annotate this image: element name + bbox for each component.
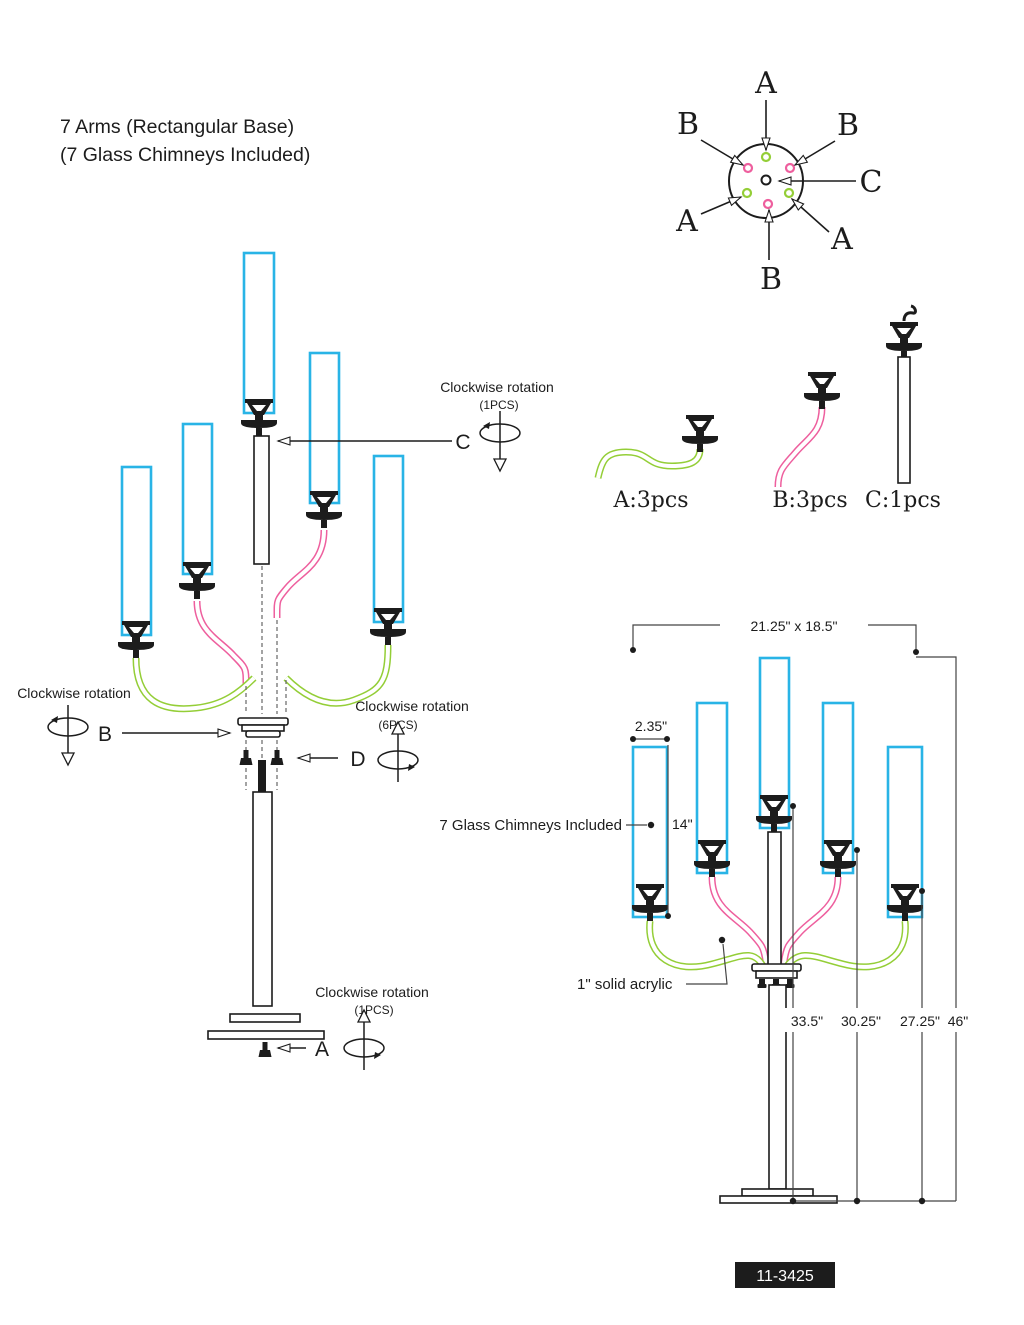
callout-step-a: Clockwise rotation (1PCS) A — [276, 984, 429, 1071]
hole-b-upper-right — [784, 162, 796, 174]
part-c-rod — [886, 304, 922, 484]
part-c-shaft — [897, 356, 911, 484]
part-c-label: C:1pcs — [865, 488, 941, 513]
step-c-letter: C — [455, 431, 470, 454]
spider-label-a-lower-right: A — [830, 222, 853, 257]
part-b-arm — [774, 372, 840, 488]
dim-height-total: 46" — [948, 1013, 969, 1029]
lamp-base-plate-small — [741, 1188, 814, 1197]
arm-layout-diagram: A B B C A A B — [675, 66, 882, 297]
hub-screw-left — [239, 750, 253, 765]
hole-a-top — [760, 151, 772, 163]
hub-screw-right — [270, 750, 284, 765]
dim-height-inner: 30.25" — [841, 1013, 881, 1029]
part-a-socket — [682, 415, 718, 452]
step-a-note: Clockwise rotation — [315, 984, 429, 1000]
chimney-center — [242, 251, 276, 415]
callout-step-b: Clockwise rotation B — [17, 685, 232, 766]
note-acrylic: 1" solid acrylic — [577, 976, 673, 993]
dim-chimney-height: 14" — [672, 816, 693, 832]
rotate-icon-b — [47, 704, 89, 766]
rotate-icon-a — [343, 1009, 385, 1071]
page-title: 7 Arms (Rectangular Base) (7 Glass Chimn… — [60, 116, 310, 166]
spider-label-a-lower-left: A — [675, 204, 698, 239]
chimney-far-left — [120, 465, 153, 637]
lamp-center-rod — [767, 831, 782, 968]
base-screw — [258, 1042, 272, 1057]
arrow-b-upper-right — [793, 140, 836, 166]
part-number-text: 11-3425 — [756, 1268, 814, 1285]
lamp-hub — [751, 963, 802, 988]
part-b-label: B:3pcs — [772, 488, 847, 513]
step-b-letter: B — [98, 723, 112, 746]
rotate-icon-c — [479, 410, 521, 472]
hole-a-lower-right — [783, 187, 795, 199]
lower-pole — [252, 791, 273, 1007]
dimension-lines: 21.25" x 18.5" 2.35" 14" 33.5" 30.25" 27… — [630, 616, 975, 1205]
part-c-socket — [886, 322, 922, 359]
dim-height-center: 33.5" — [791, 1013, 823, 1029]
parts-list: A:3pcs B:3pcs C:1pcs — [594, 304, 941, 513]
exploded-assembly: Clockwise rotation (1PCS) C Clockwise ro… — [17, 251, 554, 1071]
title-line-1: 7 Arms (Rectangular Base) — [60, 116, 294, 138]
lamp-base-plate-large — [719, 1195, 838, 1204]
spider-label-b-upper-left: B — [677, 107, 699, 142]
base-plate-small — [229, 1013, 301, 1023]
step-b-note: Clockwise rotation — [17, 685, 131, 701]
dim-chimney-width: 2.35" — [635, 718, 667, 734]
step-d-letter: D — [350, 748, 365, 771]
callout-step-c: Clockwise rotation (1PCS) C — [276, 379, 554, 472]
part-number-badge: 11-3425 — [735, 1262, 835, 1288]
note-chimneys: 7 Glass Chimneys Included — [439, 817, 622, 834]
title-line-2: (7 Glass Chimneys Included) — [60, 144, 310, 166]
base-plate-large — [207, 1030, 325, 1040]
hole-b-upper-left — [742, 162, 754, 174]
step-c-note: Clockwise rotation — [440, 379, 554, 395]
chimney-right — [372, 454, 405, 624]
hole-b-bottom — [762, 198, 774, 210]
step-a-letter: A — [315, 1038, 329, 1061]
part-b-socket — [804, 372, 840, 409]
part-a-label: A:3pcs — [613, 488, 689, 513]
spider-label-b-bottom: B — [760, 262, 782, 297]
lamp-pole — [768, 984, 787, 1190]
center-hole — [760, 174, 772, 186]
step-a-qty: (1PCS) — [354, 1003, 393, 1017]
step-c-qty: (1PCS) — [479, 398, 518, 412]
spider-label-c-right: C — [860, 165, 883, 200]
hub-flange — [237, 717, 289, 738]
part-a-arm — [594, 415, 718, 479]
spider-label-b-upper-right: B — [837, 108, 859, 143]
pole-stud — [258, 760, 266, 792]
arrow-a-lower-left — [700, 196, 743, 215]
step-d-note: Clockwise rotation — [355, 698, 469, 714]
dim-top-width: 21.25" x 18.5" — [750, 618, 837, 634]
center-rod — [253, 435, 270, 565]
arrow-a-lower-right — [790, 197, 830, 233]
leader-notes: 7 Glass Chimneys Included 1" solid acryl… — [439, 817, 728, 993]
dim-height-outer: 27.25" — [900, 1013, 940, 1029]
part-c-finial-hook — [902, 304, 917, 322]
callout-step-d: Clockwise rotation (6PCS) D — [296, 698, 469, 783]
assembled-lamp: 21.25" x 18.5" 2.35" 14" 33.5" 30.25" 27… — [439, 616, 975, 1205]
chimney-mid-left — [181, 422, 214, 576]
chimney-upper-right — [308, 351, 341, 505]
arrow-b-upper-left — [700, 139, 745, 166]
hole-a-lower-left — [741, 187, 753, 199]
spider-label-a-top: A — [754, 66, 777, 101]
